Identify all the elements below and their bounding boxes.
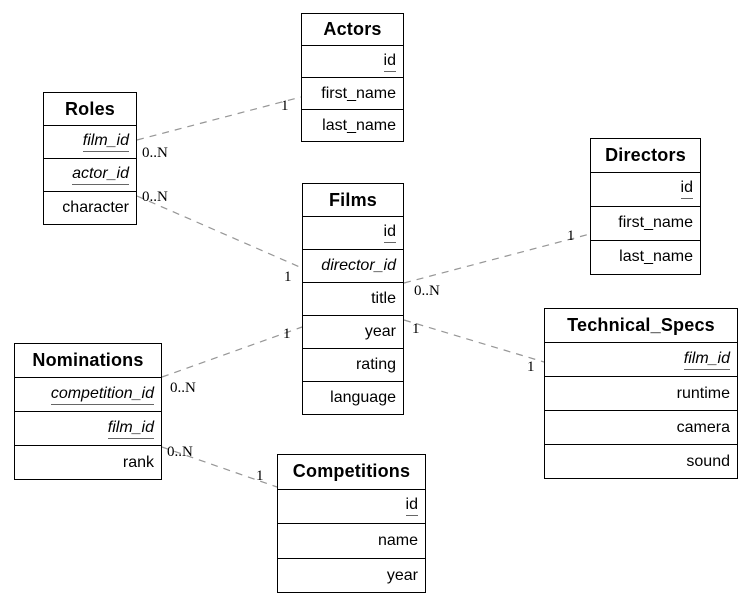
relationship-line-roles-films	[136, 195, 303, 269]
entity-actors: Actors id first_name last_name	[301, 13, 404, 143]
entity-title-label: Technical_Specs	[567, 315, 715, 335]
field-directors-id: id	[591, 173, 700, 207]
field-directors-last-name: last_name	[619, 248, 693, 266]
entity-roles: Roles film_id actor_id character	[43, 92, 137, 226]
relationship-line-films-directors	[403, 233, 591, 284]
field-actors-first-name: first_name	[302, 78, 403, 111]
field-actors-id: id	[302, 46, 403, 79]
entity-directors-title: Directors	[591, 139, 700, 173]
field-films-title: title	[303, 283, 403, 316]
cardinality-label-nominations-films-far: 1	[283, 326, 291, 342]
field-nominations-rank: rank	[122, 453, 154, 471]
entity-title-label: Competitions	[292, 461, 411, 482]
field-nominations-film-id: film_id	[15, 412, 161, 447]
entity-directors: Directors id first_name last_name	[590, 138, 701, 275]
field-competitions-name: name	[278, 524, 425, 559]
field-films-id: id	[303, 217, 403, 250]
cardinality-label-films-technical-specs-near: 1	[412, 321, 420, 337]
field-films-year: year	[303, 316, 403, 349]
entity-nominations-title: Nominations	[15, 344, 161, 379]
field-technical-specs-camera: camera	[545, 411, 737, 445]
entity-title-label: Nominations	[32, 350, 144, 371]
entity-title-label: Films	[328, 189, 377, 210]
entity-nominations: Nominations competition_id film_id rank	[14, 343, 162, 481]
field-competitions-id: id	[278, 490, 425, 525]
field-technical-specs-sound: sound	[686, 452, 730, 470]
field-actors-last-name: last_name	[322, 116, 396, 134]
field-roles-character: character	[62, 199, 129, 217]
cardinality-label-films-technical-specs-far: 1	[527, 359, 535, 375]
entity-title-label: Roles	[64, 98, 116, 119]
entity-title-label: Directors	[605, 144, 686, 165]
field-technical-specs-film-id: film_id	[545, 343, 737, 377]
field-roles-actor-id: actor_id	[44, 159, 136, 193]
field-technical-specs-runtime: runtime	[545, 377, 737, 411]
field-roles-film-id: film_id	[44, 126, 136, 160]
cardinality-label-films-directors-far: 1	[567, 228, 575, 244]
field-competitions-year: year	[386, 566, 418, 584]
entity-actors-title: Actors	[302, 14, 403, 47]
relationship-line-roles-actors	[136, 96, 302, 141]
entity-films-title: Films	[303, 184, 403, 217]
cardinality-label-roles-films-near: 0..N	[142, 189, 168, 205]
cardinality-label-roles-actors-near: 0..N	[142, 145, 168, 161]
field-directors-first-name: first_name	[591, 207, 700, 241]
entity-roles-title: Roles	[44, 93, 136, 127]
cardinality-label-nominations-films-near: 0..N	[170, 380, 196, 396]
cardinality-label-films-directors-near: 0..N	[414, 283, 440, 299]
entity-technical-specs: Technical_Specs film_id runtime camera s…	[544, 308, 738, 479]
entity-technical-specs-title: Technical_Specs	[545, 309, 737, 343]
field-films-director-id: director_id	[303, 250, 403, 283]
entity-competitions: Competitions id name year	[277, 454, 426, 594]
cardinality-label-roles-actors-far: 1	[281, 98, 289, 114]
cardinality-label-nominations-competitions-near: 0..N	[167, 444, 193, 460]
relationship-line-nominations-films	[161, 326, 303, 378]
cardinality-label-roles-films-far: 1	[284, 269, 292, 285]
entity-competitions-title: Competitions	[278, 455, 425, 490]
field-films-language: language	[330, 389, 396, 406]
entity-films: Films id director_id title year rating l…	[302, 183, 404, 415]
field-films-rating: rating	[303, 349, 403, 382]
relationship-line-films-technical-specs	[403, 319, 545, 363]
field-nominations-competition-id: competition_id	[15, 378, 161, 413]
entity-title-label: Actors	[323, 19, 382, 40]
cardinality-label-nominations-competitions-far: 1	[256, 468, 264, 484]
